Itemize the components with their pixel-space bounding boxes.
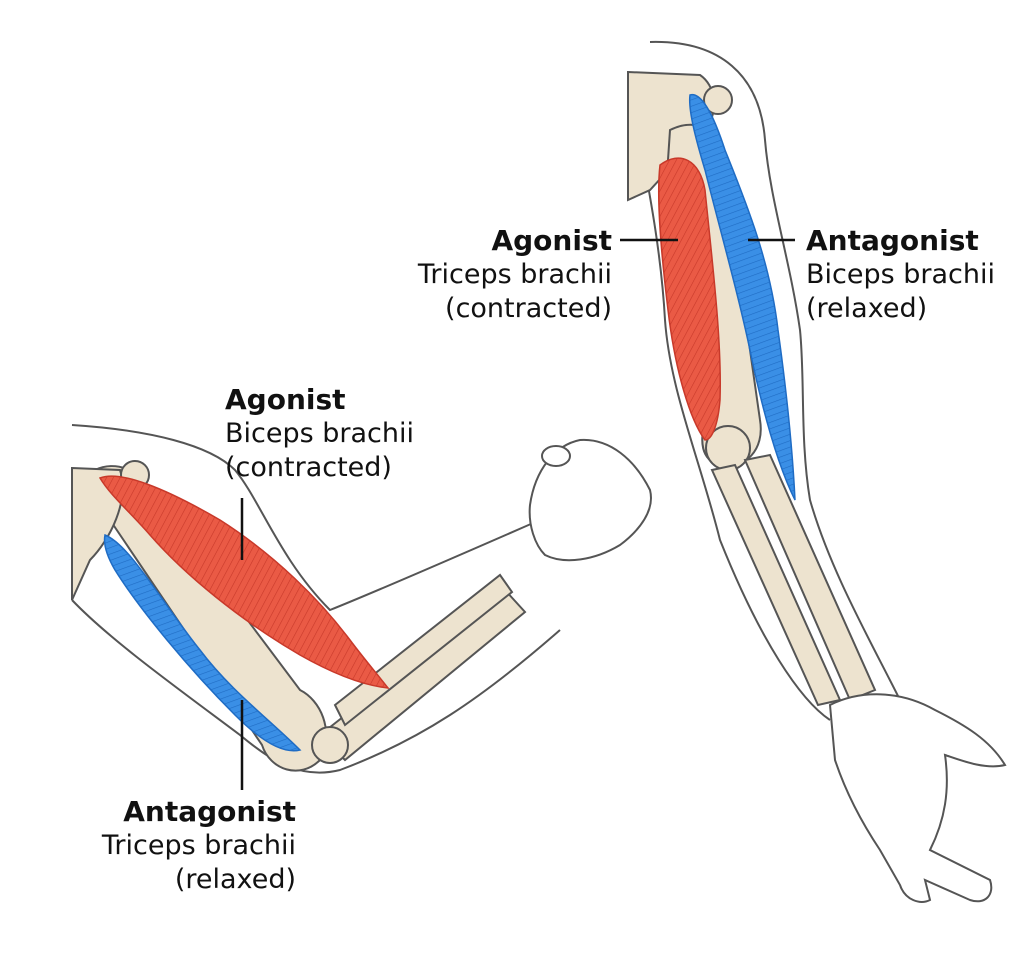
bent-arm-agonist-muscle: Biceps brachii: [225, 418, 415, 450]
straight-arm-triceps-muscle: [657, 157, 721, 441]
straight-arm-radius: [743, 453, 877, 702]
bent-arm-thumb: [541, 445, 571, 467]
straight-arm-antagonist-state: (relaxed): [806, 292, 928, 324]
straight-arm-biceps-muscle: [688, 94, 796, 501]
straight-arm-agonist-state: (contracted): [445, 292, 612, 324]
straight-arm-hand: [828, 693, 1007, 903]
bent-arm-antagonist-label: Antagonist Triceps brachii (relaxed): [102, 795, 296, 896]
bent-arm-antagonist-muscle: Triceps brachii: [101, 830, 296, 862]
bent-arm-agonist-state: (contracted): [225, 451, 392, 483]
bent-arm-triceps-muscle: [103, 533, 302, 752]
bent-arm-fist: [528, 438, 652, 562]
bent-arm-antagonist-title: Antagonist: [123, 795, 296, 828]
straight-arm-shoulder-head: [703, 85, 733, 115]
bent-arm-agonist-label: Agonist Biceps brachii (contracted): [225, 383, 414, 484]
straight-arm-antagonist-title: Antagonist: [806, 224, 979, 257]
bent-arm: [71, 424, 652, 790]
bent-arm-elbow-joint: [311, 726, 349, 764]
straight-arm-agonist-label: Agonist Triceps brachii (contracted): [418, 224, 612, 325]
bent-arm-agonist-title: Agonist: [225, 383, 346, 416]
straight-arm-agonist-muscle: Triceps brachii: [417, 259, 612, 291]
bent-arm-biceps-muscle: [98, 475, 390, 689]
straight-arm-antagonist-muscle: Biceps brachii: [806, 259, 996, 291]
bent-arm-antagonist-state: (relaxed): [174, 863, 296, 895]
straight-arm-agonist-title: Agonist: [491, 224, 612, 257]
straight-arm-antagonist-label: Antagonist Biceps brachii (relaxed): [806, 224, 995, 325]
straight-arm: [620, 40, 1007, 903]
